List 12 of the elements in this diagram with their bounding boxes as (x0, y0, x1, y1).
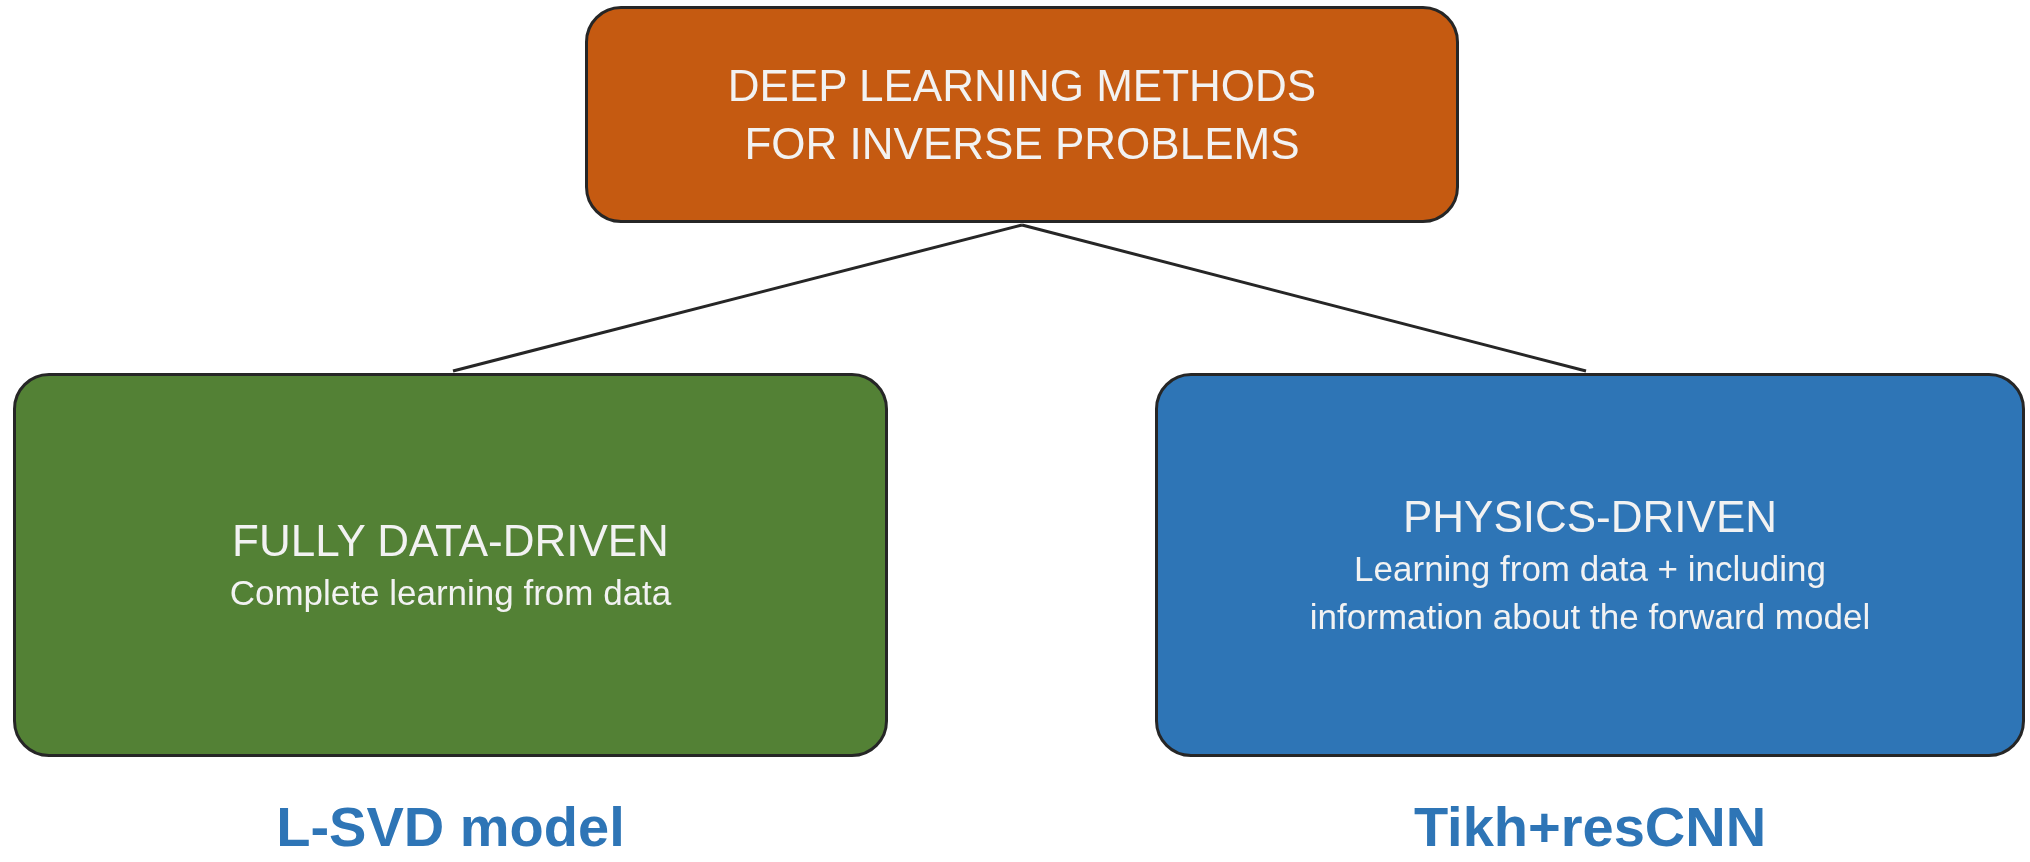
box-heading: PHYSICS-DRIVEN (1402, 491, 1778, 543)
connector-line (1021, 223, 1587, 373)
rounded-box (1155, 373, 2025, 757)
box-description: Learning from data + including information about the forward model (1308, 548, 1872, 638)
rounded-box (13, 373, 888, 757)
box-description: Complete learning from data (229, 572, 672, 614)
connector-line (452, 223, 1023, 373)
box-heading: DEEP LEARNING METHODS FOR INVERSE PROBLEMS (726, 59, 1318, 170)
rounded-box (585, 6, 1459, 223)
model-caption: L-SVD model (275, 797, 626, 857)
model-caption: Tikh+resCNN (1412, 797, 1768, 857)
box-heading: FULLY DATA-DRIVEN (232, 515, 669, 567)
